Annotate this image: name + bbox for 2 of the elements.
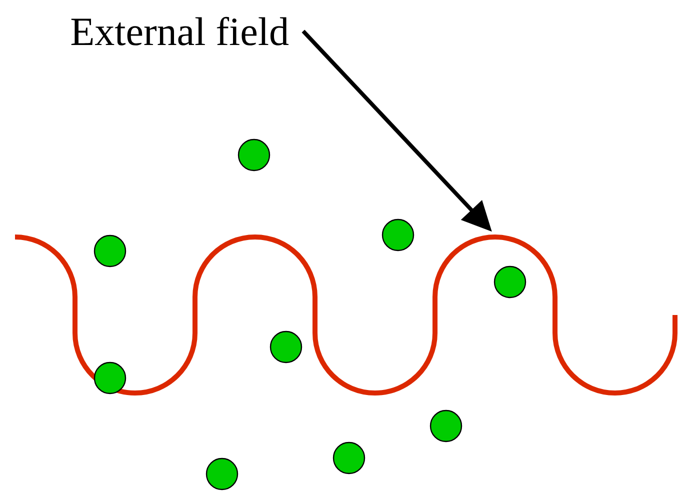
wave-drawing — [14, 234, 678, 396]
caption-text: External field — [71, 16, 289, 46]
